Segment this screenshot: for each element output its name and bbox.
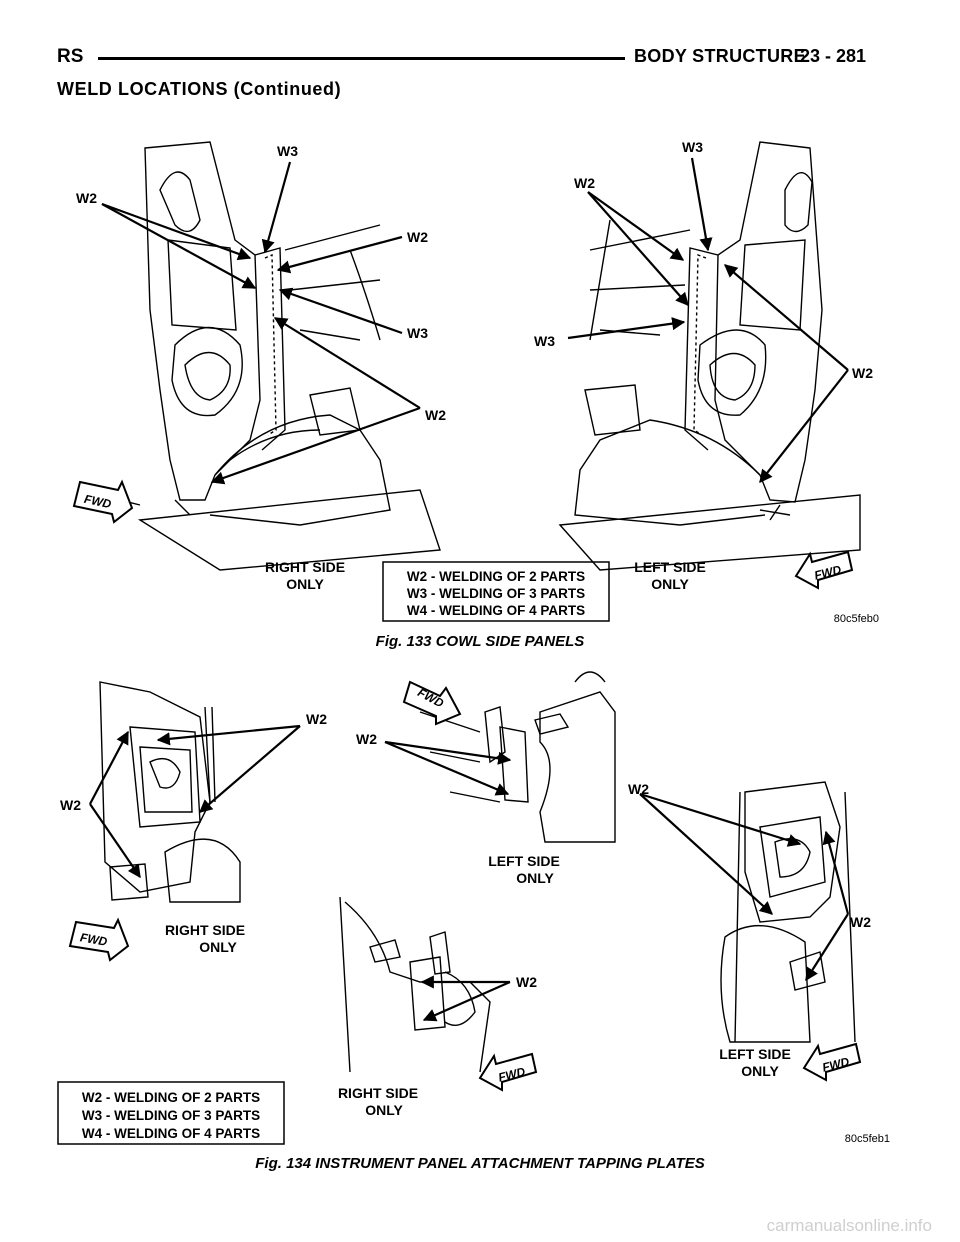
callout-w2: W2 <box>356 731 377 747</box>
callout-w2: W2 <box>306 711 327 727</box>
footer-watermark-bar: carmanualsonline.info <box>0 1208 960 1242</box>
callout-w2: W2 <box>574 175 595 191</box>
figure-134-caption: Fig. 134 INSTRUMENT PANEL ATTACHMENT TAP… <box>255 1155 705 1172</box>
callout-w3: W3 <box>682 139 703 155</box>
fwd-arrow-left-side: FWD <box>794 550 854 590</box>
callout-w2: W2 <box>850 914 871 930</box>
weld-legend-box: W2 - WELDING OF 2 PARTS W3 - WELDING OF … <box>57 1081 285 1145</box>
right-side-label-line2: ONLY <box>365 1102 403 1118</box>
callout-w2: W2 <box>425 407 446 423</box>
callout-w2: W2 <box>628 781 649 797</box>
fwd-arrow-left-side-lower: FWD <box>802 1042 862 1082</box>
fwd-label: FWD <box>497 1064 527 1084</box>
legend-line-w2: W2 - WELDING OF 2 PARTS <box>82 1090 260 1105</box>
weld-legend-box: W2 - WELDING OF 2 PARTS W3 - WELDING OF … <box>382 561 610 622</box>
left-side-plate-drawing-upper <box>419 671 616 843</box>
figure-134-code: 80c5feb1 <box>845 1133 890 1145</box>
header-rule <box>98 57 625 60</box>
left-side-label-line2: ONLY <box>651 576 689 592</box>
legend-line-w2: W2 - WELDING OF 2 PARTS <box>407 569 585 584</box>
right-side-label-line2: ONLY <box>199 939 237 955</box>
header-code: RS <box>57 46 84 67</box>
legend-line-w3: W3 - WELDING OF 3 PARTS <box>82 1108 260 1123</box>
fwd-arrow-right-side-upper: FWD <box>68 917 130 962</box>
callout-w2: W2 <box>60 797 81 813</box>
left-side-lower-leaders <box>639 792 850 982</box>
section-subheading: WELD LOCATIONS (Continued) <box>57 79 342 99</box>
right-side-upper-leaders <box>89 724 301 879</box>
left-side-label-line2: ONLY <box>741 1063 779 1079</box>
right-side-cowl-drawing <box>119 141 441 571</box>
left-side-label-line2: ONLY <box>516 870 554 886</box>
header-page-number: 23 - 281 <box>800 46 867 66</box>
header-section: BODY STRUCTURE <box>634 46 806 66</box>
left-side-label-line1: LEFT SIDE <box>488 853 560 869</box>
callout-w2: W2 <box>516 974 537 990</box>
left-side-label-line1: LEFT SIDE <box>634 559 706 575</box>
fwd-label: FWD <box>83 492 113 511</box>
figure-134-tapping-plates: FWD W2 W2 RIGHT SIDE ONLY FWD W2 LEFT SI… <box>57 671 890 1145</box>
left-side-upper-leaders <box>384 740 512 796</box>
watermark-text: carmanualsonline.info <box>766 1216 932 1235</box>
callout-w2: W2 <box>852 365 873 381</box>
figure-133-caption: Fig. 133 COWL SIDE PANELS <box>375 633 585 650</box>
figure-133-cowl-side-panels: FWD W2 W3 W2 W3 W2 RIGHT SIDE ONLY W2 - … <box>72 139 879 625</box>
left-side-label-line1: LEFT SIDE <box>719 1046 791 1062</box>
fwd-label: FWD <box>79 930 109 949</box>
fwd-arrow-right-side: FWD <box>72 479 134 524</box>
callout-w3: W3 <box>277 143 298 159</box>
right-side-plate-drawing-upper <box>99 681 241 903</box>
figure-133-code: 80c5feb0 <box>834 613 879 625</box>
left-side-cowl-drawing <box>558 141 861 571</box>
fwd-label: FWD <box>813 562 843 582</box>
right-side-label-line1: RIGHT SIDE <box>338 1085 418 1101</box>
legend-line-w3: W3 - WELDING OF 3 PARTS <box>407 586 585 601</box>
right-side-label-line2: ONLY <box>286 576 324 592</box>
fwd-arrow-left-side-upper: FWD <box>402 680 462 726</box>
callout-w3: W3 <box>534 333 555 349</box>
right-side-lower-leaders <box>420 975 511 1022</box>
right-side-leader-lines <box>101 161 421 485</box>
fwd-arrow-right-side-lower: FWD <box>478 1052 538 1092</box>
right-side-label-line1: RIGHT SIDE <box>265 559 345 575</box>
callout-w2: W2 <box>76 190 97 206</box>
callout-w3: W3 <box>407 325 428 341</box>
legend-line-w4: W4 - WELDING OF 4 PARTS <box>82 1126 260 1141</box>
right-side-label-line1: RIGHT SIDE <box>165 922 245 938</box>
fwd-label: FWD <box>821 1054 851 1074</box>
legend-line-w4: W4 - WELDING OF 4 PARTS <box>407 603 585 618</box>
right-side-plate-drawing-lower <box>339 896 491 1073</box>
left-side-leader-lines <box>567 157 849 484</box>
callout-w2: W2 <box>407 229 428 245</box>
left-side-plate-drawing-lower <box>720 781 856 1043</box>
